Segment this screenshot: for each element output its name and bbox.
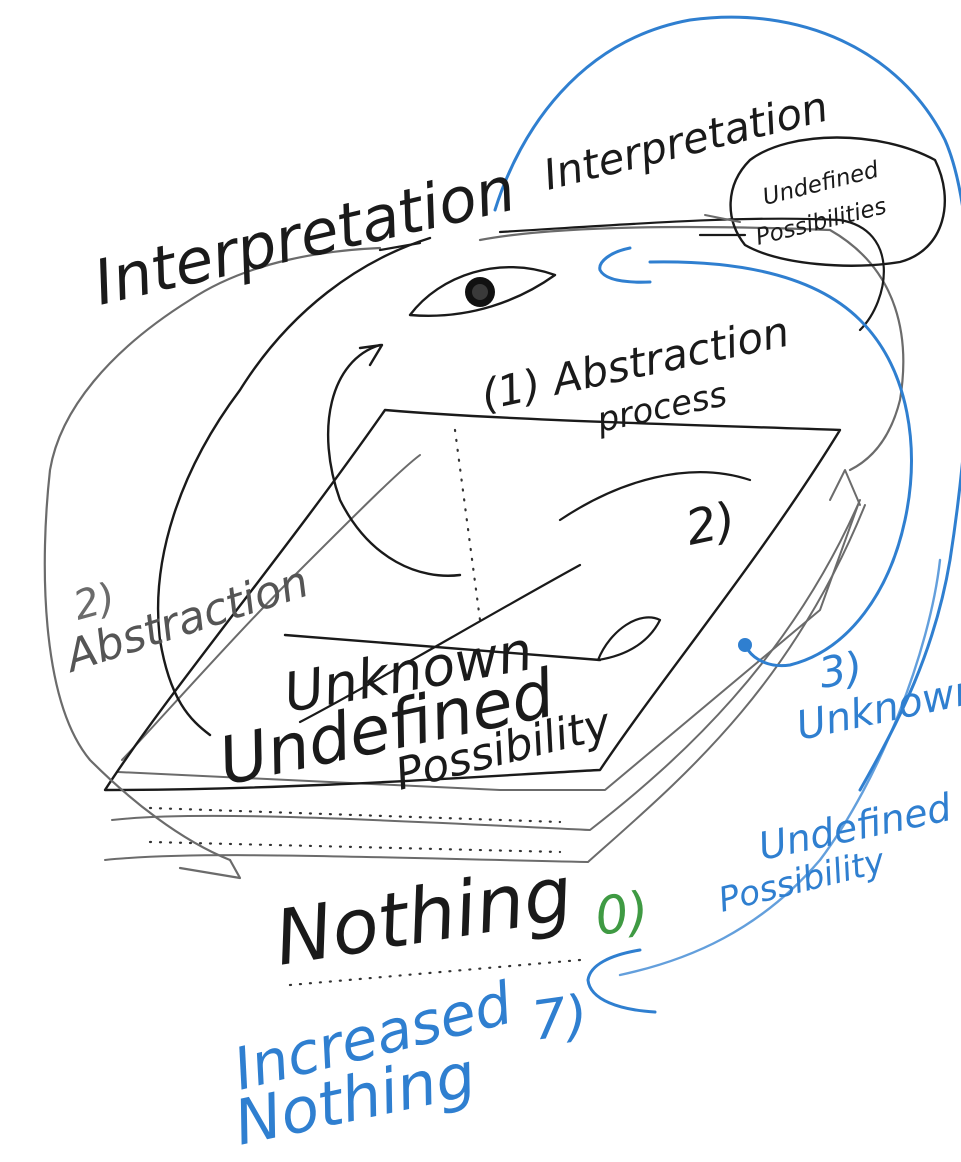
nothing-label: Nothing xyxy=(269,848,578,983)
unknown-right-label: Unknown xyxy=(793,666,961,750)
step-2-right-label: 2) xyxy=(681,492,741,557)
labels: Interpretation Interpretation Undefined … xyxy=(57,82,961,1160)
step-7-label: 7) xyxy=(528,983,592,1053)
unknown-marker-dot xyxy=(738,638,752,652)
undefined-possibilities-bubble xyxy=(700,138,945,266)
interpretation-left-label: Interpretation xyxy=(87,152,522,320)
step-3-label: 3) xyxy=(815,642,866,698)
step-0-label: 0) xyxy=(591,881,652,948)
